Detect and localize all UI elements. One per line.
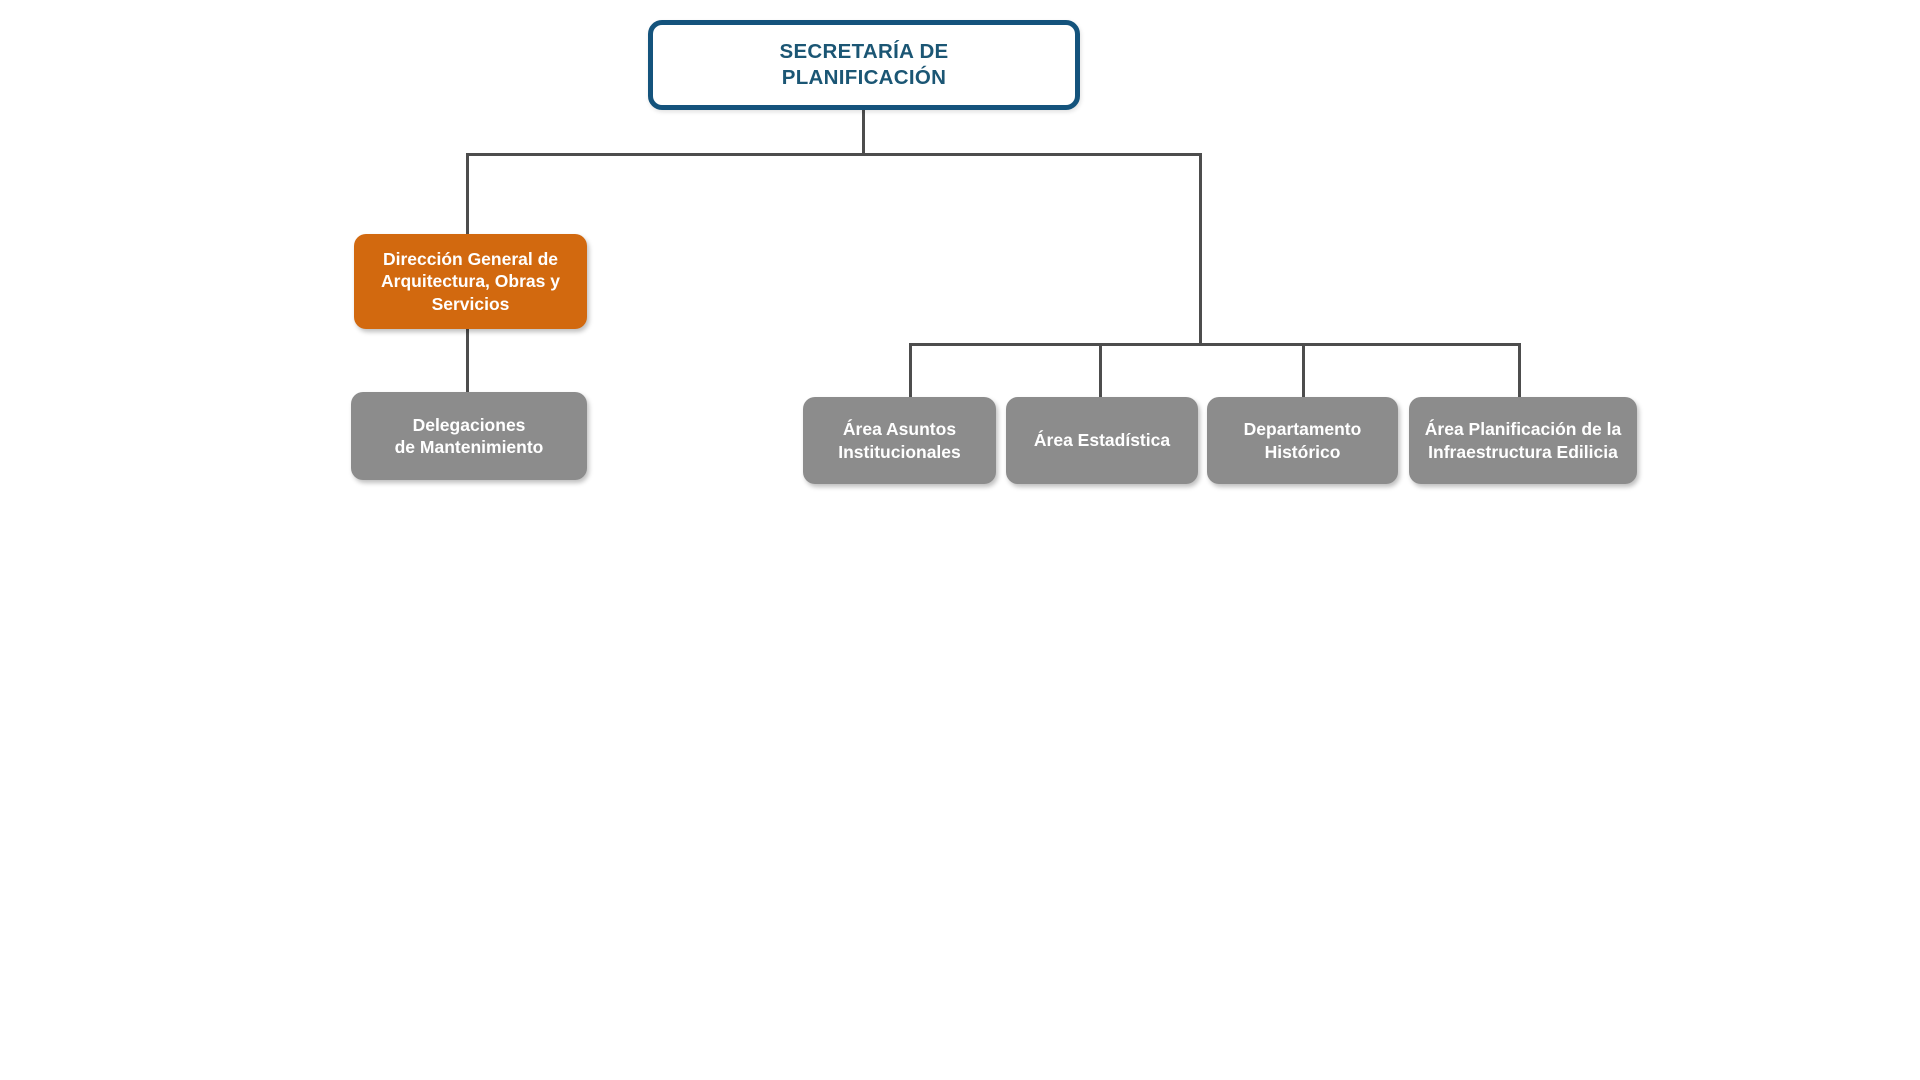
node-label-estadistica: Área Estadística — [1033, 430, 1171, 451]
connector-level1-horizontal — [466, 153, 1202, 156]
connector-right-branch-riser — [1199, 153, 1202, 346]
node-label-delegaciones: Delegaciones de Mantenimiento — [394, 414, 544, 457]
node-label-secretaria: SECRETARÍA DE PLANIFICACIÓN — [779, 39, 949, 89]
node-label-planificacion: Área Planificación de la Infraestructura… — [1424, 419, 1622, 462]
connector-direccion-drop — [466, 153, 469, 236]
connector-delegaciones-drop — [466, 327, 469, 393]
connector-stub-asuntos — [909, 343, 912, 399]
connector-stub-historico — [1302, 343, 1305, 399]
connector-root-riser — [862, 108, 865, 155]
connector-stub-estadistica — [1099, 343, 1102, 399]
org-node-area-estadistica: Área Estadística — [1006, 397, 1198, 484]
node-label-asuntos: Área Asuntos Institucionales — [838, 419, 961, 462]
org-node-direccion-general-arquitectura: Dirección General de Arquitectura, Obras… — [354, 234, 587, 329]
node-label-direccion-general: Dirección General de Arquitectura, Obras… — [381, 249, 560, 314]
connector-level2-horizontal — [909, 343, 1521, 346]
connector-stub-planificacion — [1518, 343, 1521, 399]
org-node-delegaciones-mantenimiento: Delegaciones de Mantenimiento — [351, 392, 587, 480]
org-node-area-asuntos-institucionales: Área Asuntos Institucionales — [803, 397, 996, 484]
org-node-departamento-historico: Departamento Histórico — [1207, 397, 1398, 484]
org-node-area-planificacion-infraestructura: Área Planificación de la Infraestructura… — [1409, 397, 1637, 484]
node-label-historico: Departamento Histórico — [1243, 419, 1362, 462]
org-node-secretaria-de-planificacion: SECRETARÍA DE PLANIFICACIÓN — [648, 20, 1080, 110]
